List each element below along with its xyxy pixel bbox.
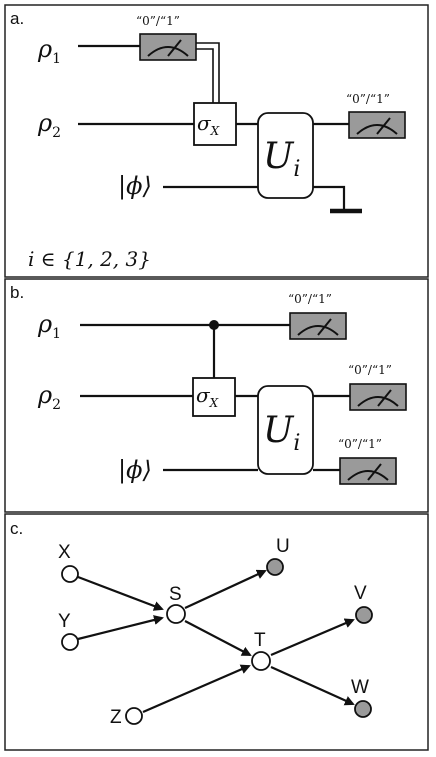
- meter-needle-icon: [367, 463, 382, 481]
- node-v-label: V: [354, 583, 367, 604]
- node-s-label: S: [169, 584, 182, 605]
- meter-caption: “0”/“1”: [136, 14, 180, 28]
- edge-t-v: [270, 618, 355, 657]
- phi-label: |ϕ⟩: [118, 172, 152, 201]
- meter-caption: “0”/“1”: [348, 363, 392, 377]
- rho2-label: ρ2: [37, 381, 61, 413]
- meter-needle-icon: [376, 117, 391, 135]
- meter-arc-icon: [347, 470, 389, 481]
- panel-a: a. ρ1 “0”/“1” ρ2 σX Ui “0”/“1” |ϕ⟩ i ∈ {…: [4, 4, 429, 278]
- node-x: [61, 565, 79, 583]
- meter-arc-icon: [297, 325, 339, 336]
- unitary-gate: [257, 112, 314, 199]
- node-w-label: W: [351, 677, 369, 698]
- edge-s-t: [184, 620, 252, 656]
- meter-caption: “0”/“1”: [338, 437, 382, 451]
- classical-wire: [196, 42, 220, 103]
- meter-arc-icon: [357, 396, 399, 407]
- panel-a-label: a.: [10, 9, 24, 28]
- edge-s-u: [184, 569, 267, 609]
- meter-needle-icon: [377, 389, 392, 407]
- node-y: [61, 633, 79, 651]
- node-u-label: U: [276, 536, 290, 557]
- node-t-label: T: [254, 630, 266, 651]
- edge-z-t: [142, 664, 251, 714]
- panel-c: c. X Y S T Z U V W: [4, 513, 429, 751]
- rho1-label: ρ1: [37, 310, 61, 342]
- node-y-label: Y: [58, 611, 71, 632]
- sigma-x-gate: [193, 102, 237, 146]
- phi-label: |ϕ⟩: [118, 456, 152, 485]
- discard-wire: [313, 185, 346, 210]
- meter-arc-icon: [147, 46, 189, 57]
- node-z-label: Z: [110, 707, 122, 728]
- edge-x-s: [77, 575, 164, 611]
- node-u: [266, 558, 284, 576]
- node-w: [354, 700, 372, 718]
- node-z: [125, 707, 143, 725]
- meter-needle-icon: [317, 318, 332, 336]
- meter-caption: “0”/“1”: [288, 292, 332, 306]
- rho2-label: ρ2: [37, 109, 61, 141]
- panel-b: b. ρ1 “0”/“1” ρ2 σX Ui “0”/“1” |ϕ⟩ “0”/“…: [4, 278, 429, 513]
- panel-b-label: b.: [10, 283, 24, 302]
- node-x-label: X: [58, 542, 71, 563]
- rho1-label: ρ1: [37, 35, 61, 67]
- meter-needle-icon: [167, 39, 182, 57]
- node-t: [251, 651, 271, 671]
- node-v: [355, 606, 373, 624]
- edge-t-w: [270, 665, 355, 706]
- index-set-label: i ∈ {1, 2, 3}: [28, 247, 151, 271]
- node-s: [166, 604, 186, 624]
- edge-y-s: [77, 615, 164, 641]
- unitary-label: Ui: [263, 410, 300, 456]
- meter-caption: “0”/“1”: [346, 92, 390, 106]
- unitary-gate: [257, 385, 314, 475]
- sigma-x-label: σX: [196, 383, 219, 410]
- classical-wire: [196, 48, 214, 103]
- unitary-label: Ui: [263, 136, 300, 182]
- sigma-x-label: σX: [197, 111, 220, 138]
- meter-arc-icon: [356, 124, 398, 135]
- panel-c-label: c.: [10, 519, 23, 538]
